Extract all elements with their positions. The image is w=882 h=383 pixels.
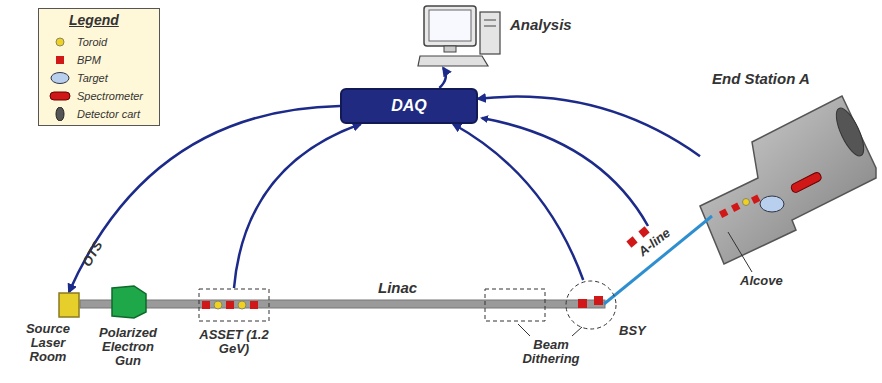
legend-row: Detector cart bbox=[49, 107, 140, 121]
computer-icon: Analysis bbox=[418, 4, 502, 68]
daq-box: DAQ bbox=[340, 88, 478, 124]
node-label: Source Laser Room bbox=[16, 322, 80, 364]
part-label: Linac bbox=[378, 281, 417, 295]
legend-row: Spectrometer bbox=[49, 89, 143, 103]
a-line-beam bbox=[604, 216, 712, 304]
linac-pipe bbox=[80, 300, 605, 308]
signal-arrow bbox=[453, 124, 583, 280]
node-label: BSY bbox=[619, 324, 646, 338]
end-station-shape bbox=[700, 68, 876, 264]
dithering-box bbox=[485, 289, 545, 321]
signal-arrow bbox=[69, 106, 340, 292]
part-label: Alcove bbox=[740, 274, 783, 288]
laser-room-box-shape bbox=[58, 292, 80, 318]
legend-text: Detector cart bbox=[77, 108, 140, 120]
signal-line bbox=[482, 118, 648, 226]
bsy-ellipse: BSY bbox=[565, 280, 617, 330]
legend-sample bbox=[49, 53, 71, 67]
asset-box-shape bbox=[198, 288, 270, 322]
legend-sample bbox=[49, 71, 71, 85]
legend-row: Toroid bbox=[49, 35, 107, 49]
legend-row: BPM bbox=[49, 53, 101, 67]
legend-sample bbox=[49, 35, 71, 49]
node-label: ASSET (1.2 GeV) bbox=[194, 328, 274, 356]
legend-title: Legend bbox=[69, 13, 119, 27]
electron-gun-shape bbox=[108, 284, 148, 320]
legend-text: Spectrometer bbox=[77, 90, 143, 102]
legend-sample bbox=[49, 89, 71, 103]
electron-gun: Polarized Electron Gun bbox=[108, 284, 148, 320]
part-label: Beam Dithering bbox=[508, 338, 594, 366]
end-station: End Station A bbox=[700, 68, 876, 264]
node-label: End Station A bbox=[712, 70, 810, 87]
node-label: DAQ bbox=[391, 97, 427, 115]
signal-arrow bbox=[439, 68, 445, 88]
legend-text: Toroid bbox=[77, 36, 107, 48]
asset-box: ASSET (1.2 GeV) bbox=[198, 288, 270, 322]
alcove-leader bbox=[728, 232, 752, 272]
legend-box: LegendToroidBPM TargetSpectrometerDetecto… bbox=[38, 8, 160, 126]
signal-arrow bbox=[478, 97, 700, 157]
laser-room-box: Source Laser Room bbox=[58, 292, 80, 318]
part-label: OTS bbox=[80, 239, 105, 269]
computer-icon-shape bbox=[418, 4, 502, 68]
node-label: Polarized Electron Gun bbox=[94, 326, 162, 368]
signal-arrow bbox=[234, 124, 361, 288]
legend-row: Target bbox=[49, 71, 108, 85]
bsy-ellipse-shape bbox=[565, 280, 617, 330]
legend-text: Target bbox=[77, 72, 108, 84]
legend-sample bbox=[49, 107, 71, 121]
node-label: Analysis bbox=[510, 16, 572, 33]
legend-text: BPM bbox=[77, 54, 101, 66]
end-station-housing bbox=[700, 96, 876, 264]
